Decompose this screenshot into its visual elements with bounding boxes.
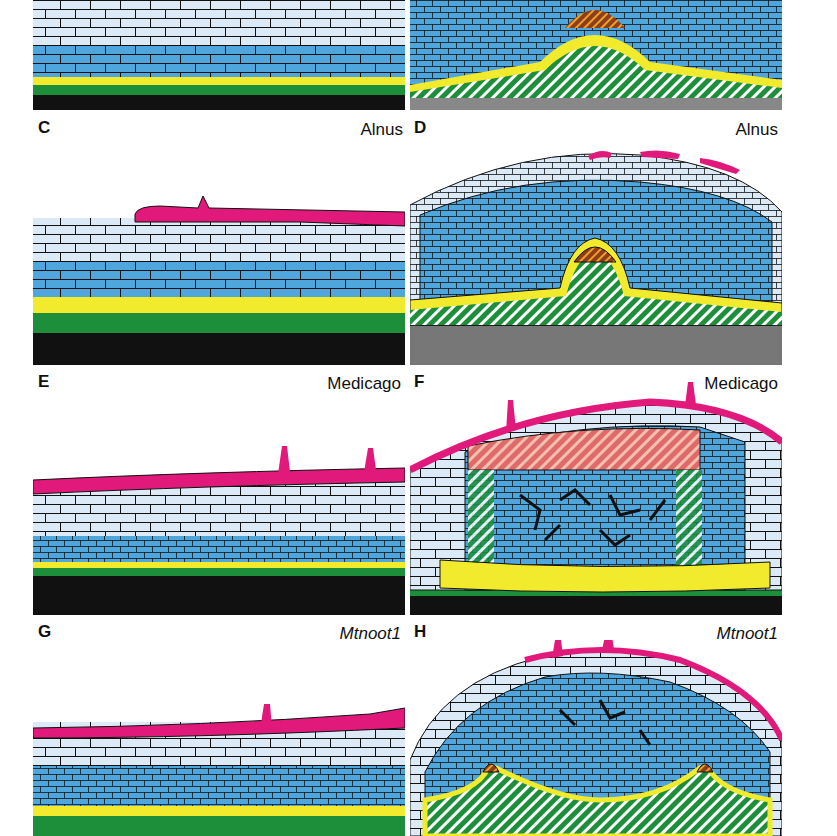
illustration-part: [33, 0, 405, 45]
illustration-part: [425, 768, 770, 836]
species-label: Alnus: [360, 120, 403, 140]
illustration-part: [33, 45, 405, 77]
illustration-part: [33, 85, 405, 95]
illustration-part: [135, 196, 405, 226]
illustration-part: [33, 45, 405, 77]
illustration-part: [33, 0, 405, 45]
illustration-part: [33, 262, 405, 297]
illustration-part: [410, 651, 782, 836]
illustration-part: [410, 325, 782, 365]
illustration-part: [33, 562, 405, 568]
illustration-part: [574, 247, 616, 262]
illustration-part: [33, 576, 405, 615]
illustration-part: [410, 98, 782, 110]
illustration-part: [410, 252, 782, 325]
illustration-part: [468, 428, 700, 470]
illustration-part: [425, 673, 770, 836]
root-section: [33, 446, 405, 615]
illustration-part: [410, 0, 782, 110]
illustration-part: [33, 536, 405, 562]
nodule-primordium: [410, 0, 782, 110]
illustration-part: [33, 816, 405, 836]
illustration-part: [525, 650, 782, 740]
illustration-part: [33, 77, 405, 85]
illustration-part: [410, 651, 782, 836]
illustration-part: [33, 333, 405, 365]
illustration-part: [33, 806, 405, 816]
panel-letter: H: [414, 622, 426, 642]
species-label: Medicago: [327, 374, 401, 394]
illustration-part: [410, 46, 782, 98]
illustration-part: [520, 490, 665, 545]
illustration-part: [410, 35, 782, 98]
root-section: [33, 196, 405, 365]
species-label: Alnus: [735, 120, 778, 140]
illustration-part: [33, 313, 405, 333]
illustration-part: [33, 766, 405, 806]
species-label: Mtnoot1: [340, 624, 401, 644]
illustration-part: [425, 673, 770, 836]
illustration-part: [410, 0, 782, 110]
panel-letter: F: [414, 372, 424, 392]
illustration-part: [565, 10, 625, 28]
illustration-part: [440, 560, 770, 592]
illustration-part: [410, 154, 782, 325]
species-label: Medicago: [704, 374, 778, 394]
illustration-part: [483, 764, 713, 772]
illustration-part: [410, 238, 782, 325]
illustration-part: [33, 95, 405, 110]
illustration-part: [33, 218, 405, 262]
panel-letter: C: [38, 118, 50, 138]
illustration-part: [33, 468, 405, 494]
illustration-part: [278, 446, 376, 474]
illustration-part: [588, 150, 740, 174]
species-label: Mtnoot1: [717, 624, 778, 644]
illustration-part: [33, 262, 405, 297]
illustration-part: [506, 382, 696, 432]
root-section: [33, 704, 405, 836]
illustration-part: [33, 297, 405, 313]
illustration-part: [33, 568, 405, 576]
nodule-primordium: [410, 150, 782, 365]
panel-letter: G: [38, 622, 51, 642]
illustration-part: [552, 640, 614, 658]
nodule: [410, 640, 782, 836]
illustration-part: [33, 708, 405, 738]
illustration-part: [33, 766, 405, 806]
illustration-part: [33, 218, 405, 262]
illustration-part: [676, 470, 702, 580]
illustration-part: [560, 700, 650, 745]
root-section: [33, 0, 405, 110]
illustration-part: [410, 596, 782, 615]
illustration-part: [410, 402, 782, 470]
illustration-part: [260, 704, 272, 730]
panel-letter: E: [38, 372, 49, 392]
illustration-part: [33, 536, 405, 562]
illustration-part: [410, 154, 782, 325]
nodule: [410, 382, 782, 615]
panel-letter: D: [414, 118, 426, 138]
